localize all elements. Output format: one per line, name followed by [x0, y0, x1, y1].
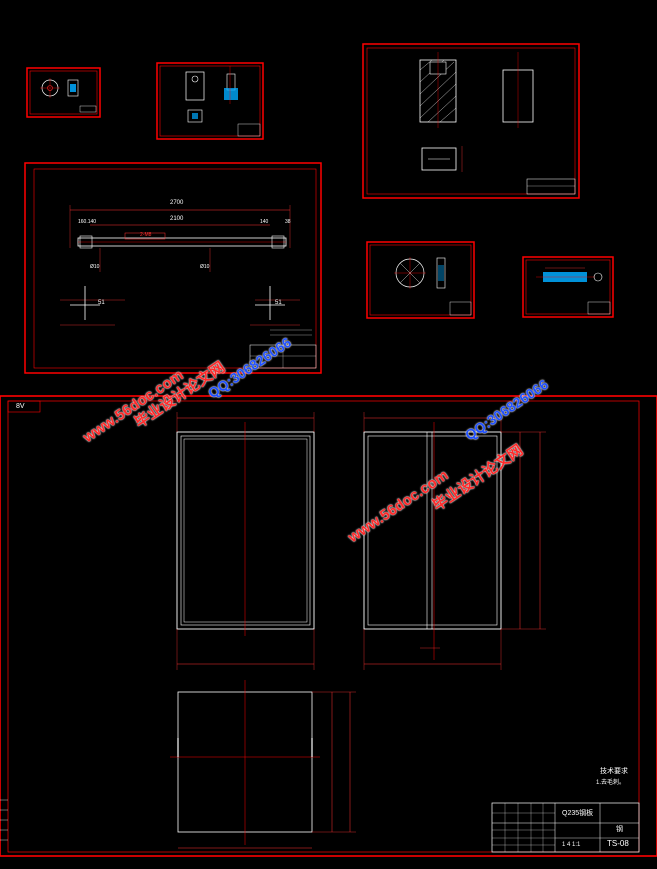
rail-hole-left: Ø10 [90, 264, 100, 270]
tech-req-title: 技术要求 [600, 768, 628, 775]
scale-row: 1 4 1:1 [562, 842, 581, 848]
sheet-small-1 [26, 67, 101, 118]
rail-hole-right: Ø10 [200, 264, 210, 270]
title-block-right: 钢 [616, 826, 623, 833]
rail-overall-length: 2700 [170, 200, 184, 206]
sheet-main [0, 395, 657, 857]
rail-thread-callout: 2-M8 [140, 232, 152, 238]
drawing-number: TS-08 [607, 839, 629, 848]
tech-req-item: 1.去毛刺。 [596, 780, 626, 786]
sheet-small-2 [156, 62, 264, 140]
sheet-small-shaft [522, 256, 614, 318]
rail-dim-51-left: 51 [98, 300, 105, 306]
rail-inner-length: 2100 [170, 216, 184, 222]
material-label: Q235钢板 [562, 810, 594, 817]
sheet-rail [24, 162, 322, 374]
rail-left-offset: 160.140 [78, 219, 97, 225]
rail-dim-51-right: 51 [275, 300, 282, 306]
rail-right-offset: 140 [260, 219, 269, 225]
sheet-top-right [362, 43, 580, 199]
sheet-small-disc [366, 241, 475, 319]
main-corner-tag: 8V [16, 403, 25, 410]
rail-right-end: 38 [285, 219, 291, 225]
